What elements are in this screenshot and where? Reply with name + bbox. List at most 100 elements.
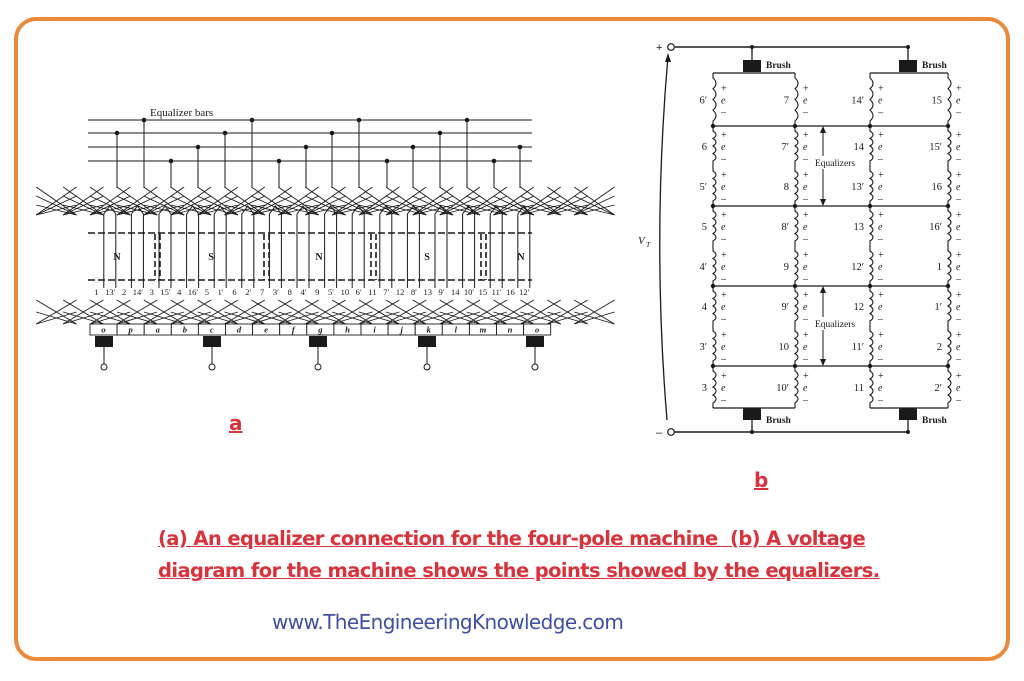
svg-text:–: – xyxy=(877,234,884,245)
coil-emf: e xyxy=(803,383,808,394)
svg-text:+: + xyxy=(803,371,809,382)
coil-label: 7 xyxy=(784,96,789,107)
svg-text:p: p xyxy=(128,325,133,335)
svg-text:–: – xyxy=(720,354,727,365)
svg-text:–: – xyxy=(955,274,962,285)
coil-label: 1′ xyxy=(934,302,942,313)
svg-text:i: i xyxy=(373,325,376,335)
svg-text:+: + xyxy=(878,330,884,341)
svg-text:+: + xyxy=(956,210,962,221)
svg-text:+: + xyxy=(878,84,884,95)
svg-text:+: + xyxy=(878,250,884,261)
coil xyxy=(868,206,874,246)
coil-emf: e xyxy=(721,262,726,273)
coil xyxy=(946,126,952,166)
coil-label: 16′ xyxy=(929,222,942,233)
svg-text:–: – xyxy=(955,154,962,165)
svg-text:h: h xyxy=(345,325,350,335)
svg-text:–: – xyxy=(955,108,962,119)
slot-label: 2 xyxy=(122,287,126,297)
coil xyxy=(793,206,799,246)
coil-label: 7′ xyxy=(781,142,789,153)
coil xyxy=(711,126,717,166)
slot-label: 14′ xyxy=(133,287,144,297)
coil-label: 6 xyxy=(702,142,707,153)
caption-line-2: diagram for the machine shows the points… xyxy=(158,559,880,582)
svg-text:–: – xyxy=(877,354,884,365)
brush-bottom xyxy=(899,408,917,420)
coil xyxy=(947,366,952,408)
slot-label: 7 xyxy=(260,287,264,297)
coil xyxy=(712,73,717,126)
svg-text:–: – xyxy=(877,154,884,165)
brush-terminal xyxy=(531,363,539,371)
coil-emf: e xyxy=(803,142,808,153)
svg-text:k: k xyxy=(427,325,432,335)
coil-emf: e xyxy=(878,342,883,353)
coil xyxy=(711,206,717,246)
svg-text:+: + xyxy=(956,130,962,141)
pole-label: N xyxy=(315,252,323,263)
coil-emf: e xyxy=(878,383,883,394)
svg-text:+: + xyxy=(721,330,727,341)
brush-top xyxy=(743,60,761,72)
coil-label: 6′ xyxy=(699,96,707,107)
website-link[interactable]: www.TheEngineeringKnowledge.com xyxy=(272,610,624,634)
coil-emf: e xyxy=(803,222,808,233)
coil xyxy=(869,366,874,408)
coil xyxy=(711,166,717,206)
svg-text:–: – xyxy=(877,274,884,285)
svg-text:+: + xyxy=(956,290,962,301)
coil-label: 9 xyxy=(784,262,789,273)
svg-text:–: – xyxy=(955,395,962,406)
coil-emf: e xyxy=(878,182,883,193)
coil xyxy=(946,206,952,246)
svg-text:–: – xyxy=(720,154,727,165)
slot-label: 13 xyxy=(423,287,432,297)
coil xyxy=(946,286,952,326)
caption-line-1: (a) An equalizer connection for the four… xyxy=(158,527,866,550)
svg-text:+: + xyxy=(721,290,727,301)
slot-label: 8′ xyxy=(411,287,417,297)
svg-text:b: b xyxy=(183,325,187,335)
svg-text:+: + xyxy=(803,330,809,341)
coil-emf: e xyxy=(803,96,808,107)
svg-text:+: + xyxy=(803,170,809,181)
svg-text:+: + xyxy=(721,170,727,181)
slot-label: 15 xyxy=(479,287,488,297)
slot-label: 3′ xyxy=(273,287,279,297)
coil-label: 13′ xyxy=(851,182,864,193)
svg-text:+: + xyxy=(803,130,809,141)
brush-label: Brush xyxy=(922,416,948,426)
pole-label: S xyxy=(208,252,214,263)
svg-text:+: + xyxy=(956,84,962,95)
coil-label: 2′ xyxy=(934,383,942,394)
coil-label: 14′ xyxy=(851,96,864,107)
svg-text:g: g xyxy=(317,325,323,335)
coil-label: 10 xyxy=(779,342,790,353)
svg-text:–: – xyxy=(955,354,962,365)
coil-emf: e xyxy=(803,342,808,353)
coil xyxy=(946,166,952,206)
coil xyxy=(712,366,717,408)
brush-terminal xyxy=(100,363,108,371)
slot-label: 15′ xyxy=(160,287,171,297)
slot-label: 6′ xyxy=(356,287,362,297)
svg-text:–: – xyxy=(720,108,727,119)
svg-text:–: – xyxy=(877,314,884,325)
coil-emf: e xyxy=(956,142,961,153)
coil xyxy=(868,126,874,166)
svg-text:e: e xyxy=(264,325,268,335)
coil xyxy=(868,166,874,206)
svg-text:+: + xyxy=(878,130,884,141)
coil xyxy=(711,286,717,326)
svg-text:a: a xyxy=(156,325,161,335)
brush-terminal xyxy=(314,363,322,371)
coil-emf: e xyxy=(956,342,961,353)
coil xyxy=(946,326,952,366)
slot-label: 9 xyxy=(315,287,319,297)
coil-label: 8′ xyxy=(781,222,789,233)
coil-emf: e xyxy=(721,142,726,153)
plus-terminal xyxy=(667,43,675,51)
svg-text:+: + xyxy=(878,170,884,181)
